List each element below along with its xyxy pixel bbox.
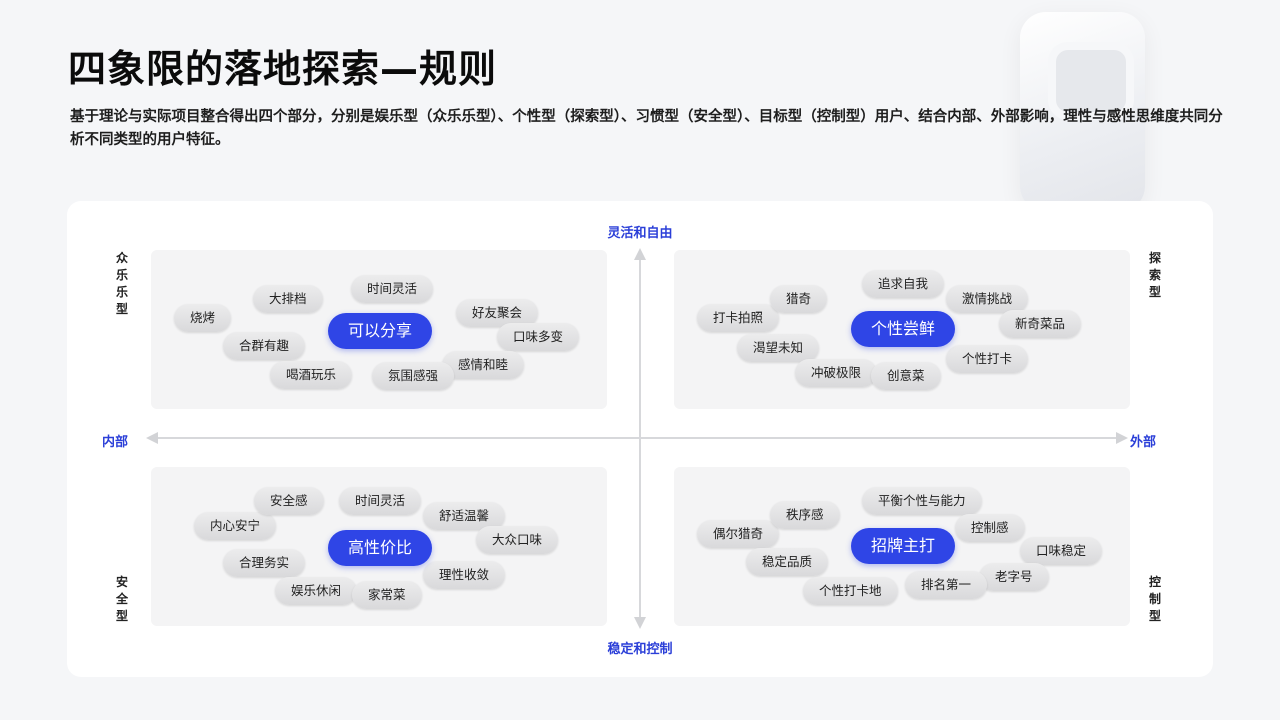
tag-chip: 口味多变 <box>497 323 580 351</box>
tag-chip: 追求自我 <box>862 270 945 298</box>
tag-chip: 排名第一 <box>905 571 988 599</box>
tag-chip: 大众口味 <box>476 526 559 554</box>
tag-chip: 烧烤 <box>174 304 232 332</box>
side-label-bottom-right: 控制型 <box>1148 575 1161 623</box>
tag-chip: 偶尔猎奇 <box>697 520 780 548</box>
tag-chip: 合理务实 <box>223 549 306 577</box>
tag-chip: 打卡拍照 <box>697 304 780 332</box>
arrow-right-icon <box>1116 432 1128 444</box>
side-label-bottom-left: 安全型 <box>115 575 128 623</box>
main-tag-chip: 高性价比 <box>328 530 433 566</box>
tag-chip: 冲破极限 <box>795 359 878 387</box>
page-title: 四象限的落地探索—规则 <box>68 47 498 91</box>
tag-chip: 理性收敛 <box>423 561 506 589</box>
tag-chip: 好友聚会 <box>456 299 539 327</box>
main-tag-chip: 可以分享 <box>328 313 433 349</box>
tag-chip: 感情和睦 <box>442 351 525 379</box>
tag-chip: 时间灵活 <box>339 487 422 515</box>
tag-chip: 创意菜 <box>871 362 941 390</box>
tag-chip: 平衡个性与能力 <box>862 487 982 515</box>
arrow-left-icon <box>146 432 158 444</box>
side-label-top-right: 探索型 <box>1148 251 1161 299</box>
tag-chip: 秩序感 <box>770 501 840 529</box>
vertical-axis <box>639 258 641 620</box>
main-tag-chip: 个性尝鲜 <box>851 311 956 347</box>
tag-chip: 时间灵活 <box>351 275 434 303</box>
arrow-up-icon <box>634 248 646 260</box>
tag-chip: 激情挑战 <box>946 285 1029 313</box>
side-label-top-left: 众乐乐型 <box>115 251 128 316</box>
tag-chip: 控制感 <box>955 514 1025 542</box>
arrow-down-icon <box>634 617 646 629</box>
tag-chip: 内心安宁 <box>194 512 277 540</box>
tag-chip: 渴望未知 <box>737 334 820 362</box>
tag-chip: 个性打卡地 <box>803 577 898 605</box>
tag-chip: 氛围感强 <box>372 362 455 390</box>
tag-chip: 家常菜 <box>352 581 422 609</box>
tag-chip: 猎奇 <box>770 285 828 313</box>
tag-chip: 大排档 <box>253 285 323 313</box>
main-tag-chip: 招牌主打 <box>851 528 956 564</box>
tag-chip: 合群有趣 <box>223 332 306 360</box>
decorative-device-graphic <box>1020 12 1145 212</box>
axis-label-left: 内部 <box>102 435 129 450</box>
tag-chip: 口味稳定 <box>1020 537 1103 565</box>
tag-chip: 稳定品质 <box>746 548 829 576</box>
horizontal-axis <box>156 437 1118 439</box>
tag-chip: 娱乐休闲 <box>275 577 358 605</box>
tag-chip: 个性打卡 <box>946 345 1029 373</box>
tag-chip: 老字号 <box>979 563 1049 591</box>
axis-label-top: 灵活和自由 <box>607 226 673 241</box>
page-description: 基于理论与实际项目整合得出四个部分，分别是娱乐型（众乐乐型）、个性型（探索型）、… <box>70 109 1223 148</box>
tag-chip: 舒适温馨 <box>423 502 506 530</box>
tag-chip: 安全感 <box>254 487 324 515</box>
tag-chip: 喝酒玩乐 <box>270 361 353 389</box>
axis-label-bottom: 稳定和控制 <box>607 642 673 657</box>
axis-label-right: 外部 <box>1130 435 1157 450</box>
tag-chip: 新奇菜品 <box>999 310 1082 338</box>
